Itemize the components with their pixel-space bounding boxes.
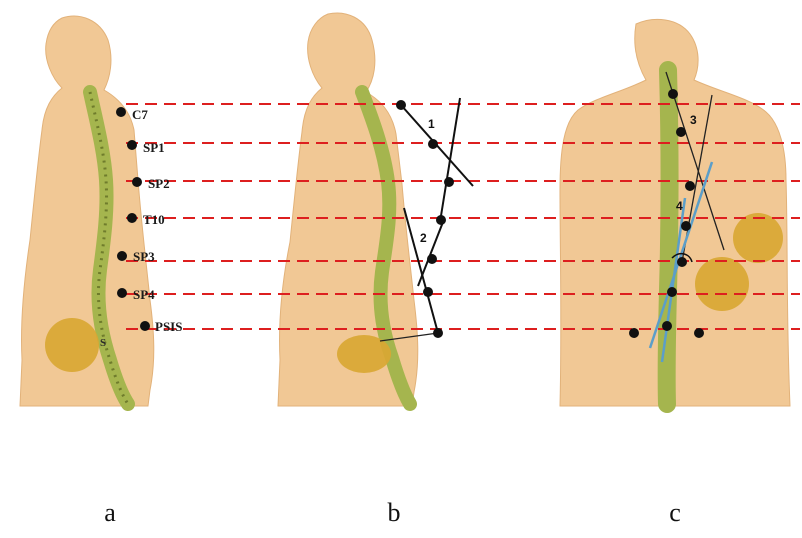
disc-c-lower xyxy=(695,257,749,311)
landmark-marker-c-5 xyxy=(677,257,687,267)
landmark-marker-a-sp3 xyxy=(117,251,127,261)
landmark-label-sp1: SP1 xyxy=(143,140,165,155)
landmark-marker-c-4 xyxy=(681,221,691,231)
spine-c xyxy=(667,70,670,404)
landmark-marker-a-sp1 xyxy=(127,140,137,150)
landmark-marker-b-7 xyxy=(433,328,443,338)
landmark-marker-b-1 xyxy=(396,100,406,110)
landmark-marker-b-3 xyxy=(444,177,454,187)
landmark-marker-a-psis xyxy=(140,321,150,331)
sacrum-label-a: S xyxy=(100,337,106,349)
panel-b xyxy=(278,13,418,406)
landmark-marker-c-1 xyxy=(668,89,678,99)
landmark-marker-c-3 xyxy=(685,181,695,191)
landmark-label-sp4: SP4 xyxy=(133,287,155,302)
landmark-marker-a-t10 xyxy=(127,213,137,223)
landmark-marker-c-7 xyxy=(662,321,672,331)
landmark-marker-a-sp2 xyxy=(132,177,142,187)
segment-label-1: 1 xyxy=(428,117,435,131)
landmark-marker-b-5 xyxy=(427,254,437,264)
segment-label-4: 4 xyxy=(676,199,683,213)
landmark-marker-a-c7 xyxy=(116,107,126,117)
landmark-marker-c-6 xyxy=(667,287,677,297)
disc-c-upper xyxy=(733,213,783,263)
panel-a: S xyxy=(20,16,154,406)
landmark-label-psis: PSIS xyxy=(155,319,182,334)
pelvis-disc-a xyxy=(45,318,99,372)
panel-caption-b: b xyxy=(374,498,414,528)
landmark-marker-a-sp4 xyxy=(117,288,127,298)
landmark-marker-c-2 xyxy=(676,127,686,137)
landmark-marker-b-4 xyxy=(436,215,446,225)
landmark-label-c7: C7 xyxy=(132,107,148,122)
segment-label-2: 2 xyxy=(420,231,427,245)
landmark-marker-b-6 xyxy=(423,287,433,297)
panel-c xyxy=(560,19,790,406)
segment-line-b-1b xyxy=(440,98,460,222)
panel-caption-a: a xyxy=(90,498,130,528)
landmark-label-sp3: SP3 xyxy=(133,249,155,264)
landmark-label-sp2: SP2 xyxy=(148,176,170,191)
landmark-label-t10: T10 xyxy=(143,212,165,227)
landmark-marker-c-right-psis xyxy=(694,328,704,338)
landmark-marker-c-left-psis xyxy=(629,328,639,338)
landmark-marker-b-2 xyxy=(428,139,438,149)
panel-caption-c: c xyxy=(655,498,695,528)
segment-label-3: 3 xyxy=(690,113,697,127)
